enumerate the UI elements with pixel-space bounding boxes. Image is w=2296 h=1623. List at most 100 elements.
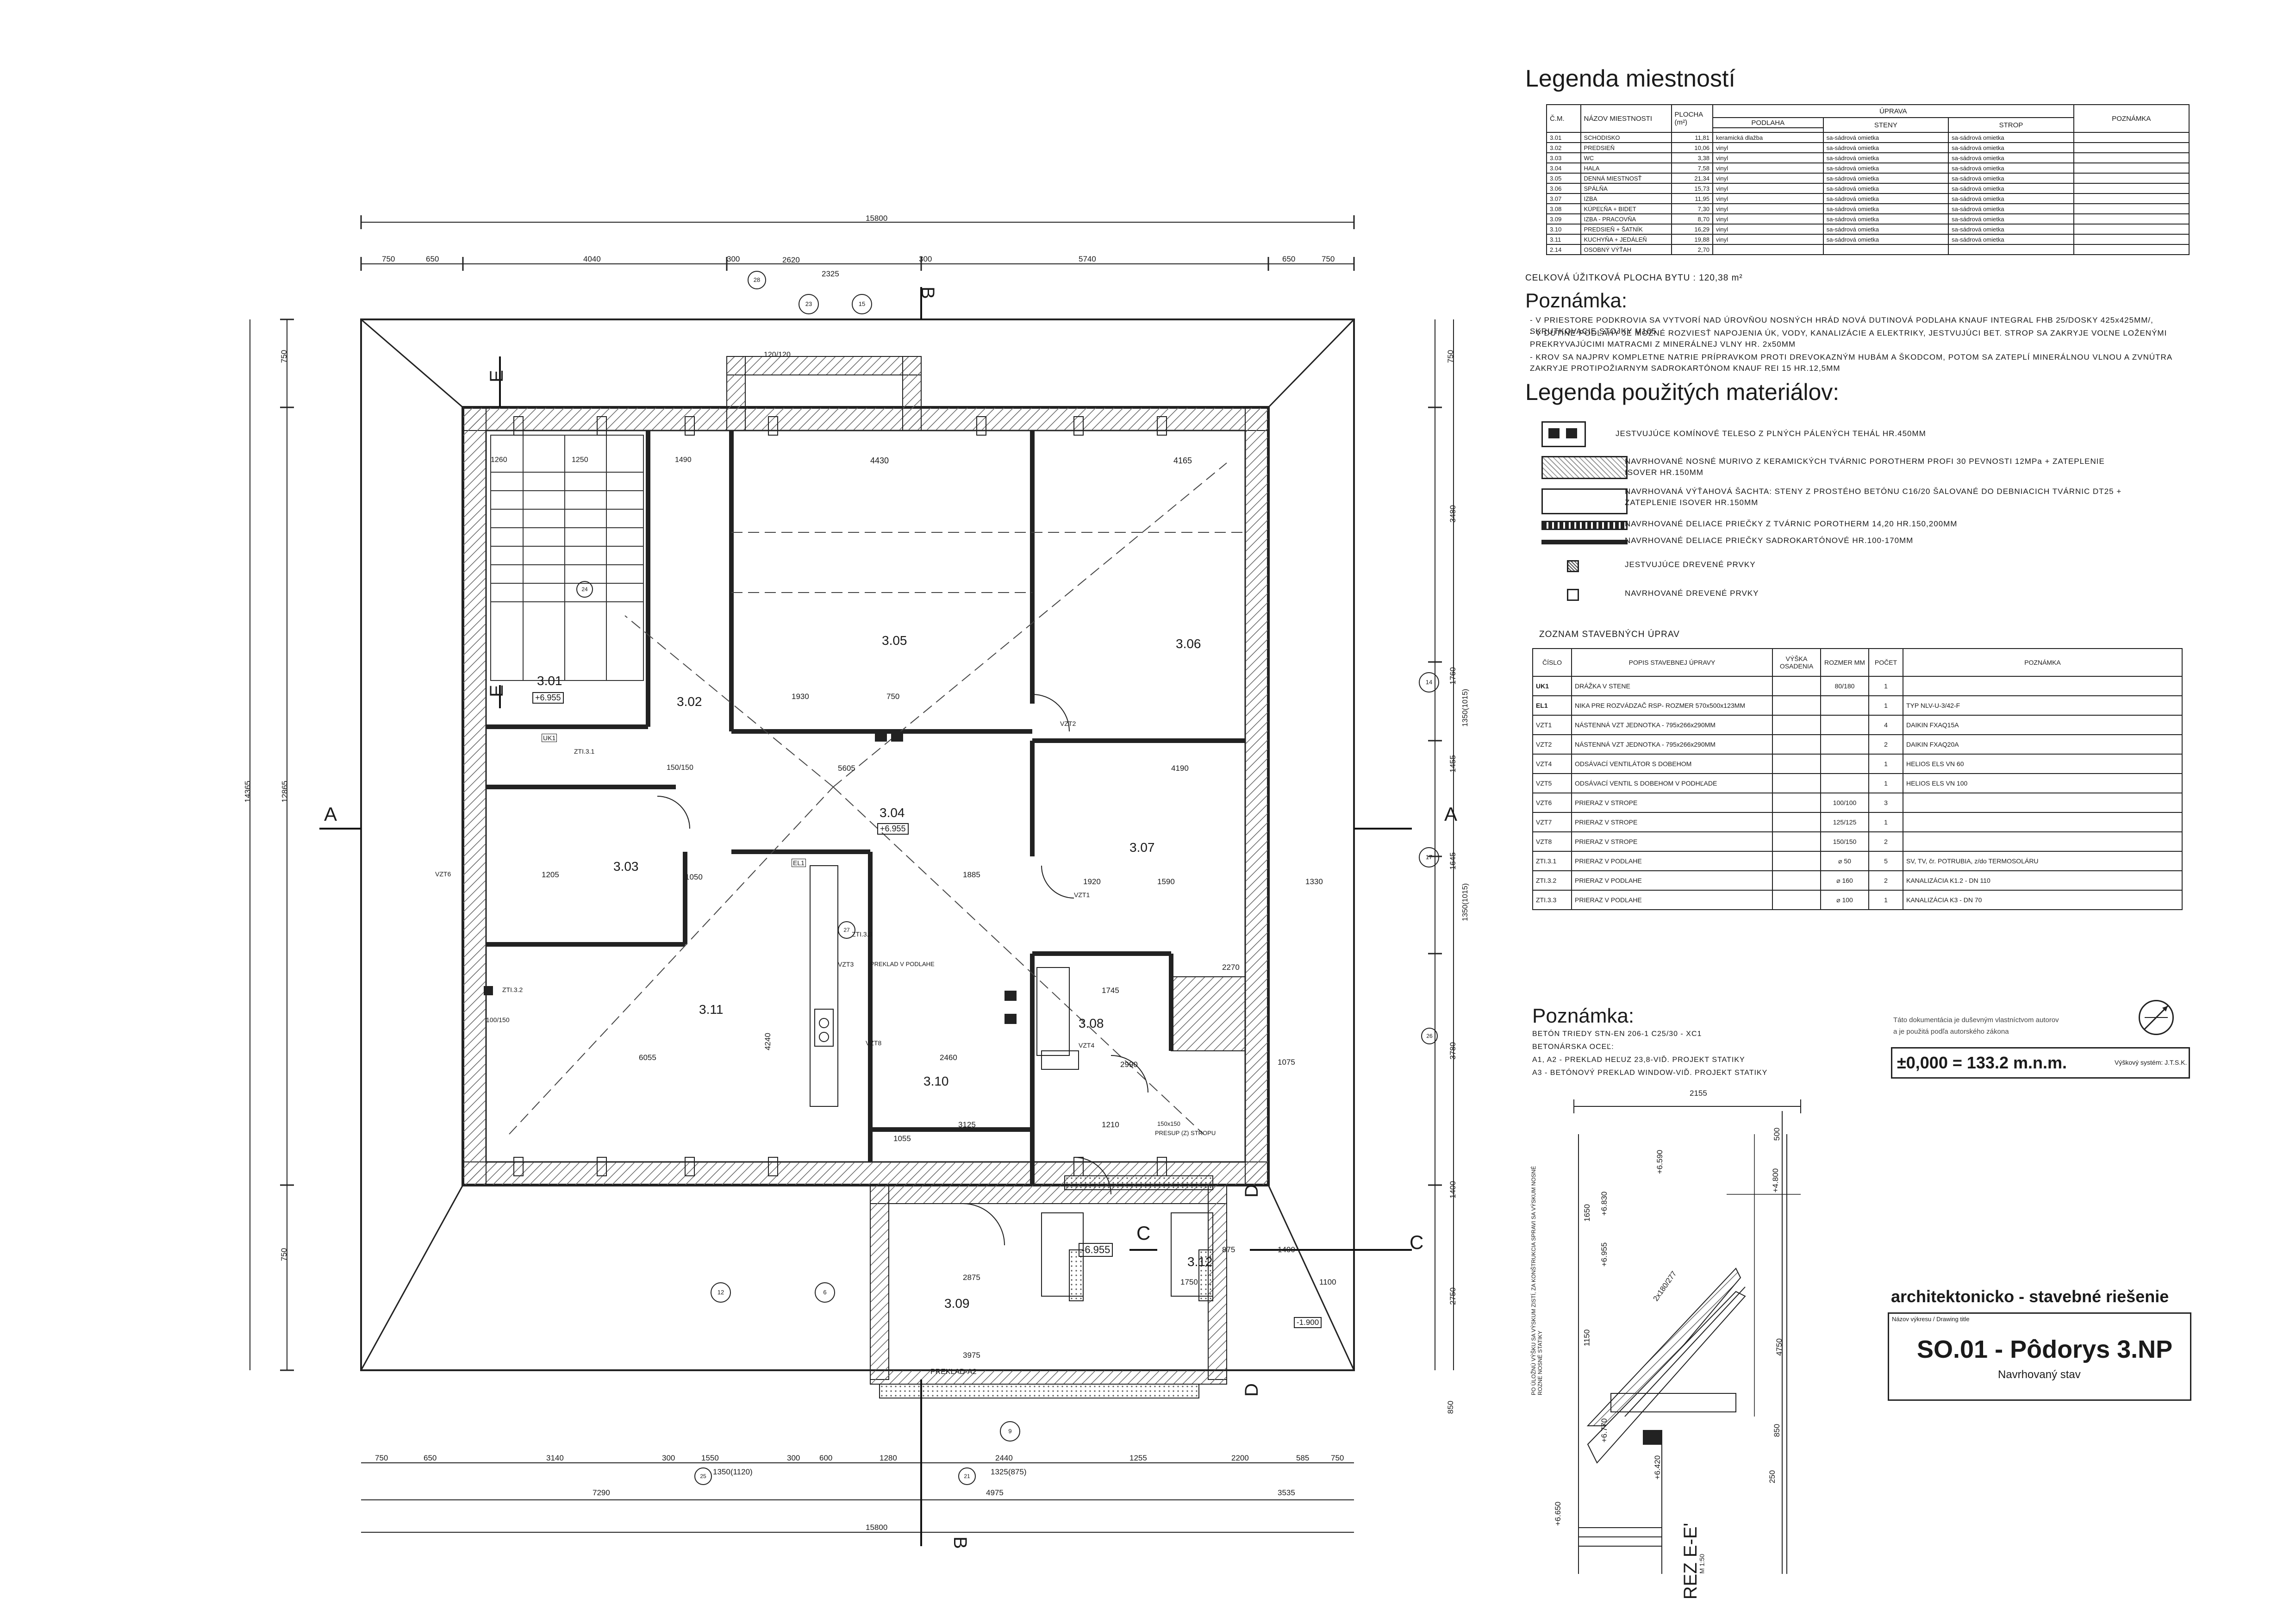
works-cell <box>1903 831 2183 852</box>
dim-label: 2990 <box>1120 1060 1138 1069</box>
grid-circle: 6 <box>815 1282 835 1303</box>
works-cell: 3 <box>1868 793 1903 813</box>
works-cell <box>1820 773 1869 793</box>
note2-line: BETONÁRSKA OCEĽ: <box>1532 1043 1614 1051</box>
room-number: 3.07 <box>1129 840 1155 855</box>
drawing-state: Navrhovaný stav <box>1998 1368 2081 1381</box>
note2-line: A1, A2 - PREKLAD HEĽUZ 23,8-VIĎ. PROJEKT… <box>1532 1056 1745 1064</box>
room-number: 3.03 <box>613 859 639 874</box>
left-dim-total: 14365 <box>243 780 252 803</box>
works-cell: 1 <box>1868 812 1903 832</box>
material-swatch-chimney <box>1541 421 1586 447</box>
section-level: +6.420 <box>1653 1455 1662 1480</box>
top-dim-seg: 650 <box>1282 255 1296 263</box>
bottom-dim-seg: 650 <box>424 1454 437 1462</box>
room-cell: 11,81 <box>1671 132 1713 143</box>
level-box: ±0,000 = 133.2 m.n.m. Výškový systém: J.… <box>1891 1047 2190 1079</box>
grid-circle: 12 <box>711 1282 731 1303</box>
room-number: 3.01 <box>537 674 562 688</box>
works-cell <box>1772 870 1821 891</box>
room-cell: sa-sádrová omietka <box>1948 132 2074 143</box>
room-cell: keramická dlažba <box>1712 132 1824 143</box>
works-cell: VZT5 <box>1532 773 1572 793</box>
exterior-wall-inner <box>485 430 1246 1163</box>
works-cell: 4 <box>1868 715 1903 735</box>
grid-circle: 25 <box>694 1467 712 1485</box>
works-cell: UK1 <box>1532 676 1572 696</box>
right-dim: 1400 <box>1448 1181 1457 1199</box>
bottom-dim-seg: 1280 <box>880 1454 897 1462</box>
works-col: ČÍSLO <box>1532 648 1572 677</box>
top-dim-seg: 750 <box>1322 255 1335 263</box>
bottom-dim-seg: 750 <box>375 1454 388 1462</box>
bottom-dim-total: 15800 <box>866 1523 888 1532</box>
works-cell <box>1903 676 2183 696</box>
works-cell: KANALIZÁCIA K3 - DN 70 <box>1903 890 2183 910</box>
works-cell: NÁSTENNÁ VZT JEDNOTKA - 795x266x290MM <box>1571 715 1773 735</box>
room-cell: 3,38 <box>1671 152 1713 163</box>
works-cell <box>1772 773 1821 793</box>
right-dim: 750 <box>1446 350 1455 363</box>
vzt-label: VZT3 <box>838 961 854 968</box>
left-dim: 750 <box>280 350 289 363</box>
dim-label: 6055 <box>639 1053 656 1062</box>
works-col: VÝŠKA OSADENIA <box>1772 648 1821 677</box>
right-dim: 1455 <box>1448 755 1457 773</box>
vzt-label: VZT2 <box>1060 720 1076 727</box>
dim-label: 120/120 <box>764 351 791 359</box>
right-dim: 3780 <box>1448 1042 1457 1060</box>
room-cell: vinyl <box>1712 142 1824 153</box>
room-cell: 3.03 <box>1546 152 1581 163</box>
col-strop: STROP <box>1948 117 2074 133</box>
room-number: 3.05 <box>882 633 907 648</box>
works-cell <box>1772 695 1821 716</box>
section-dim: 1650 <box>1582 1204 1591 1222</box>
room-cell: vinyl <box>1712 162 1824 174</box>
room-cell: sa-sádrová omietka <box>1822 234 1949 245</box>
dim-label: 4240 <box>763 1033 772 1050</box>
room-cell <box>2073 132 2190 143</box>
note1-line: - V DUTINE PODLAHY JE MOŽNÉ ROZVIESŤ NAP… <box>1530 329 2167 349</box>
works-cell <box>1772 831 1821 852</box>
grid-circle: 23 <box>799 294 819 314</box>
works-cell: VZT8 <box>1532 831 1572 852</box>
room-cell: SCHODISKO <box>1580 132 1672 143</box>
right-dim: 2750 <box>1448 1287 1457 1305</box>
room-cell: sa-sádrová omietka <box>1822 193 1949 204</box>
grid-circle: 17 <box>1419 847 1439 868</box>
roof-hip <box>361 318 463 408</box>
materials-legend-title: Legenda použitých materiálov: <box>1525 379 1840 405</box>
bottom-dim-seg: 300 <box>787 1454 800 1462</box>
works-cell: 2 <box>1868 831 1903 852</box>
room-cell <box>2073 244 2190 255</box>
title-block-heading: architektonicko - stavebné riešenie <box>1891 1287 2169 1306</box>
room-cell <box>2073 203 2190 214</box>
room-cell: vinyl <box>1712 234 1824 245</box>
room-cell: sa-sádrová omietka <box>1822 142 1949 153</box>
note2-line: BETÓN TRIEDY STN-EN 206-1 C25/30 - XC1 <box>1532 1030 1702 1038</box>
room-cell <box>2073 234 2190 245</box>
level-system: Výškový systém: J.T.S.K. <box>2115 1059 2187 1066</box>
works-cell: ZTI.3.1 <box>1532 851 1572 871</box>
section-mark-d: D <box>1241 1383 1262 1397</box>
copyright-line: a je použitá podľa autorského zákona <box>1893 1028 2009 1036</box>
room-cell: 3.04 <box>1546 162 1581 174</box>
room-number: 3.11 <box>699 1002 724 1017</box>
section-mark-c: C <box>1136 1222 1151 1244</box>
works-cell: TYP NLV-U-3/42-F <box>1903 695 2183 716</box>
section-mark-a: A <box>1444 803 1458 825</box>
room-cell: sa-sádrová omietka <box>1948 224 2074 235</box>
room-cell: sa-sádrová omietka <box>1822 152 1949 163</box>
works-cell: 1 <box>1868 754 1903 774</box>
dim-label: 2875 <box>963 1273 980 1282</box>
room-cell: sa-sádrová omietka <box>1948 142 2074 153</box>
works-cell <box>1820 734 1869 755</box>
